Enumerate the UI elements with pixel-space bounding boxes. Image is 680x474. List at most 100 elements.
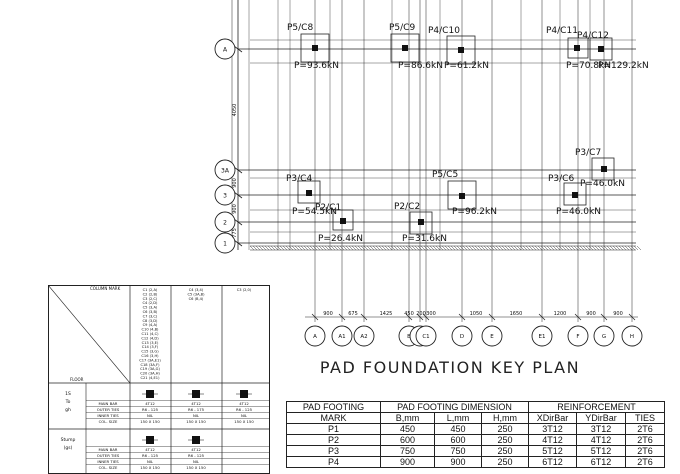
hatch-stroke	[567, 245, 573, 251]
hatch-stroke	[360, 245, 366, 251]
grid-bubble	[214, 159, 236, 181]
schedule-column-id: C3 (2,C)	[143, 297, 158, 301]
hatch-stroke	[372, 245, 378, 251]
grid-bubble-label: 3A	[221, 168, 230, 175]
schedule-column-id: C8 (3,D)	[143, 319, 159, 323]
hatch-stroke	[429, 245, 435, 251]
schedule-column-id: C7 (3,C)	[143, 314, 158, 318]
table-cell: 250	[481, 456, 529, 468]
schedule-cell: R6 - 175	[188, 407, 205, 412]
hatch-stroke	[279, 245, 285, 251]
hatch-stroke	[366, 245, 372, 251]
column-dimension-label: 675	[348, 311, 358, 317]
row-dimension-label: 4050	[232, 104, 238, 117]
table-cell: P4	[286, 456, 381, 468]
dimension-tick	[233, 239, 243, 247]
table-cell: P2	[286, 434, 381, 446]
hatch-stroke	[315, 245, 321, 251]
dimension-tick	[628, 313, 636, 321]
table-group-header: PAD FOOTING	[286, 401, 381, 413]
schedule-column-id: C10 (4,B)	[142, 328, 160, 332]
hatch-stroke	[324, 245, 330, 251]
schedule-floor-sub: To	[65, 399, 71, 405]
pad-mark-label: P5/C8	[287, 23, 313, 33]
grid-bubble-label: F	[576, 334, 579, 340]
hatch-stroke	[579, 245, 585, 251]
pad-mark-label: P5/C5	[432, 170, 458, 180]
hatch-stroke	[336, 245, 342, 251]
table-cell: 2T6	[625, 456, 665, 468]
grid-bubble	[451, 325, 473, 347]
table-row: P3 750 750 250 5T12 5T12 2T6	[286, 445, 665, 457]
hatch-stroke	[534, 245, 540, 251]
hatch-stroke	[378, 245, 384, 251]
dimension-tick	[405, 313, 413, 321]
schedule-floor-name: Stump	[61, 437, 76, 443]
hatch-stroke	[528, 245, 534, 251]
grid-bubble-label: B	[407, 334, 411, 340]
table-cell: 450	[434, 423, 482, 435]
dimension-tick	[338, 313, 346, 321]
hatch-stroke	[402, 245, 408, 251]
table-group-header: REINFORCEMENT	[528, 401, 665, 413]
hatch-stroke	[270, 245, 276, 251]
schedule-cell: R6 - 125	[142, 407, 159, 412]
table-cell: 2T6	[625, 445, 665, 457]
dimension-tick	[233, 166, 243, 174]
hatch-stroke	[438, 245, 444, 251]
hatch-stroke	[333, 245, 339, 251]
hatch-stroke	[435, 245, 441, 251]
grid-bubble-label: A1	[338, 334, 345, 340]
table-cell: 900	[380, 456, 435, 468]
schedule-row-label: MAIN BAR	[99, 447, 118, 452]
table-group-header: PAD FOOTING DIMENSION	[380, 401, 529, 413]
hatch-stroke	[552, 245, 558, 251]
hatch-stroke	[273, 245, 279, 251]
schedule-cell: 4T12	[145, 447, 155, 452]
pad-load-label: P=54.5kN	[292, 207, 337, 217]
schedule-row-label: MAIN BAR	[99, 401, 118, 406]
pad-load-label: P=93.6kN	[294, 61, 339, 71]
schedule-cell: NIL	[147, 413, 154, 418]
table-header: YDirBar	[576, 412, 626, 424]
grid-bubble	[415, 325, 437, 347]
schedule-column-id: C18 (3A,F)	[141, 363, 161, 367]
hatch-stroke	[483, 245, 489, 251]
hatch-stroke	[564, 245, 570, 251]
table-cell: 750	[380, 445, 435, 457]
schedule-cell: R6 - 125	[142, 453, 159, 458]
hatch-stroke	[309, 245, 315, 251]
grid-bubble-label: E1	[539, 334, 546, 340]
schedule-column-id: C2 (2,B)	[143, 292, 158, 296]
table-cell: 5T12	[528, 445, 577, 457]
hatch-stroke	[390, 245, 396, 251]
table-cell: 4T12	[528, 434, 577, 446]
hatch-stroke	[474, 245, 480, 251]
hatch-stroke	[561, 245, 567, 251]
hatch-stroke	[531, 245, 537, 251]
table-cell: P1	[286, 423, 381, 435]
hatch-stroke	[357, 245, 363, 251]
column-marker	[459, 193, 465, 199]
schedule-column-id: C11 (4,C)	[142, 332, 160, 336]
schedule-floor-label: FLOOR	[70, 377, 84, 382]
schedule-column-id: C13 (3,E)	[142, 341, 159, 345]
hatch-stroke	[300, 245, 306, 251]
dimension-tick	[538, 313, 546, 321]
schedule-cell: NIL	[193, 413, 200, 418]
table-cell: 5T12	[576, 445, 626, 457]
hatch-stroke	[312, 245, 318, 251]
hatch-stroke	[405, 245, 411, 251]
pad-footing-outline	[567, 37, 589, 59]
schedule-cell: 150 X 150	[140, 419, 160, 424]
schedule-cell: NIL	[193, 459, 200, 464]
pad-load-label: P=46.0kN	[580, 179, 625, 189]
pad-footing-outline	[447, 180, 477, 210]
table-header: B,mm	[380, 412, 435, 424]
hatch-stroke	[477, 245, 483, 251]
hatch-stroke	[351, 245, 357, 251]
hatch-stroke	[408, 245, 414, 251]
grid-bubble-label: D	[460, 334, 464, 340]
pad-mark-label: P4/C12	[577, 31, 609, 41]
hatch-stroke	[513, 245, 519, 251]
